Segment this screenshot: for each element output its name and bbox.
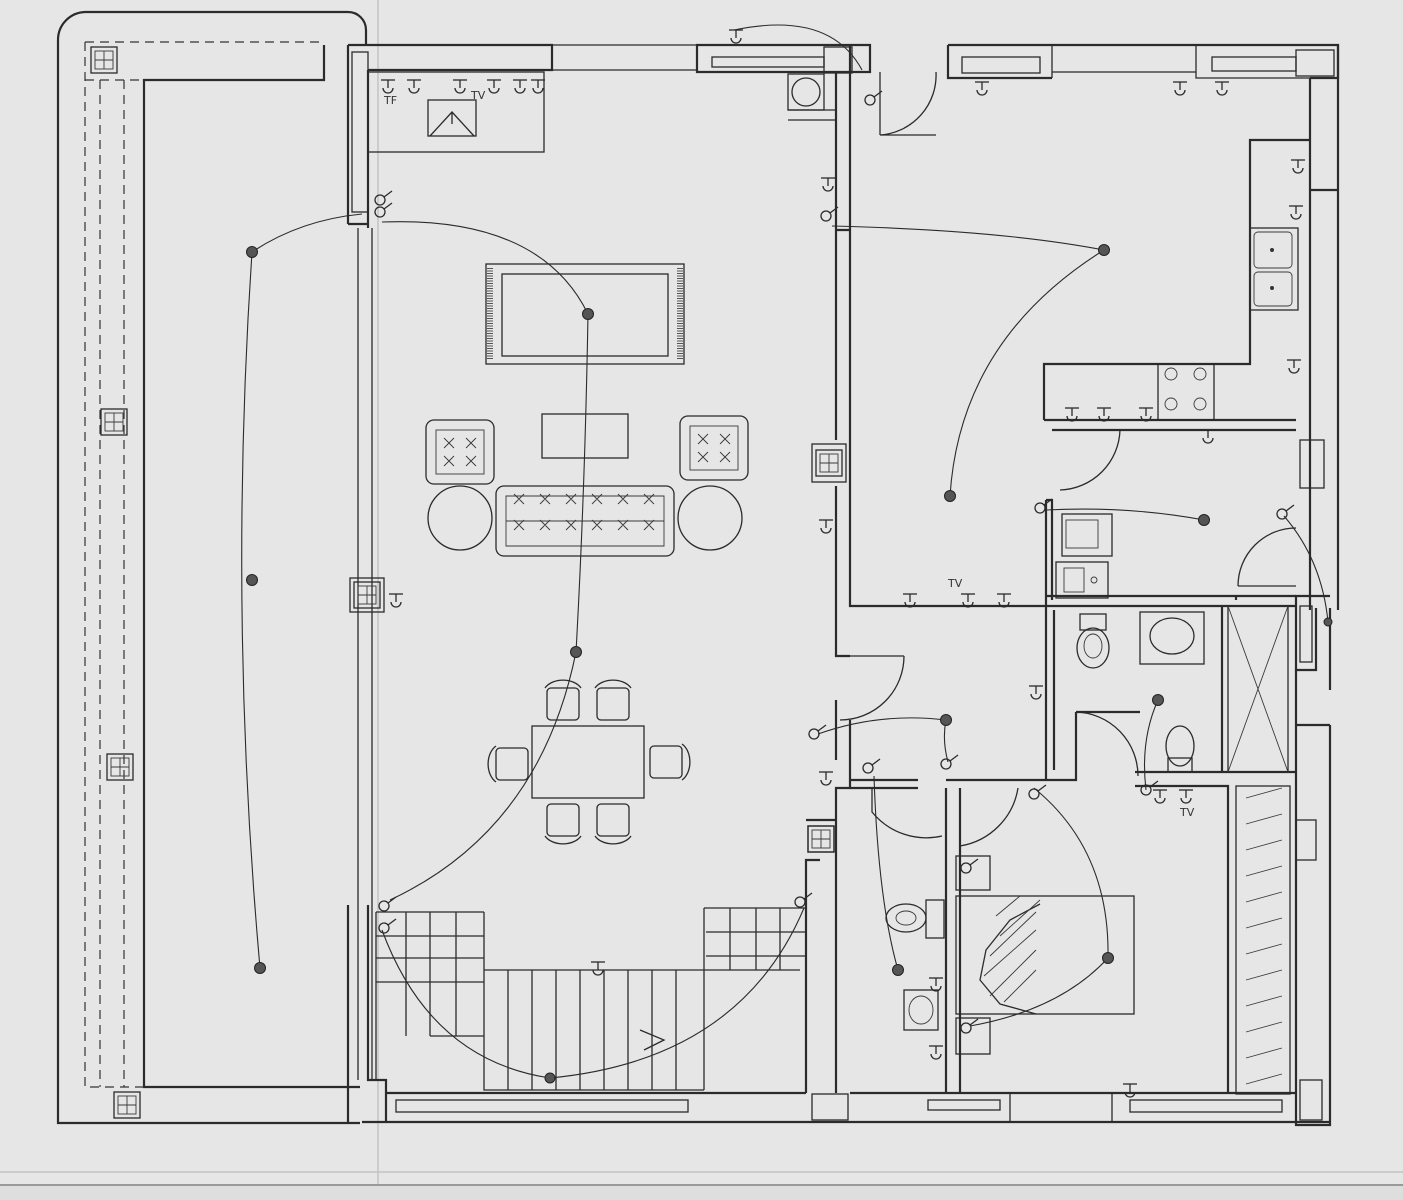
tv-label-kitchen: TV <box>947 577 963 590</box>
plan-labels: TF TV TV TV <box>383 89 1195 819</box>
ceiling-light-icon <box>1152 694 1164 706</box>
ceiling-light-icon <box>246 574 258 586</box>
ceiling-light-icon <box>570 646 582 658</box>
ceiling-light-icon <box>544 1072 556 1084</box>
tf-label: TF <box>383 94 397 107</box>
kitchen-fixtures <box>1055 227 1299 599</box>
window-icon <box>106 753 134 781</box>
ceiling-light-icon <box>944 490 956 502</box>
ceiling-light-icon <box>582 308 594 320</box>
ceiling-light-icon <box>940 714 952 726</box>
tv-label-bedroom: TV <box>1179 806 1195 819</box>
window-icon <box>353 581 381 609</box>
ceiling-light-icon <box>1323 617 1333 627</box>
lighting-wiring <box>241 24 1333 1084</box>
ceiling-light-icon <box>254 962 266 974</box>
ceiling-light-icon <box>246 246 258 258</box>
window-icon <box>90 46 118 74</box>
ceiling-light-icon <box>1098 244 1110 256</box>
window-icon <box>113 1091 141 1119</box>
terrace-outline <box>56 10 368 1125</box>
doors <box>839 71 1297 847</box>
living-room-furniture <box>367 71 837 845</box>
tv-label-living: TV <box>470 89 486 102</box>
ceiling-light-icon <box>1102 952 1114 964</box>
staircase <box>375 907 806 1091</box>
window-icon <box>807 825 835 853</box>
window-icon <box>815 449 843 477</box>
bedroom-fixtures <box>885 855 1135 1055</box>
window-icon <box>100 408 128 436</box>
bathroom-fixtures <box>1076 605 1291 1095</box>
ceiling-light-icon <box>1198 514 1210 526</box>
ceiling-light-icon <box>892 964 904 976</box>
